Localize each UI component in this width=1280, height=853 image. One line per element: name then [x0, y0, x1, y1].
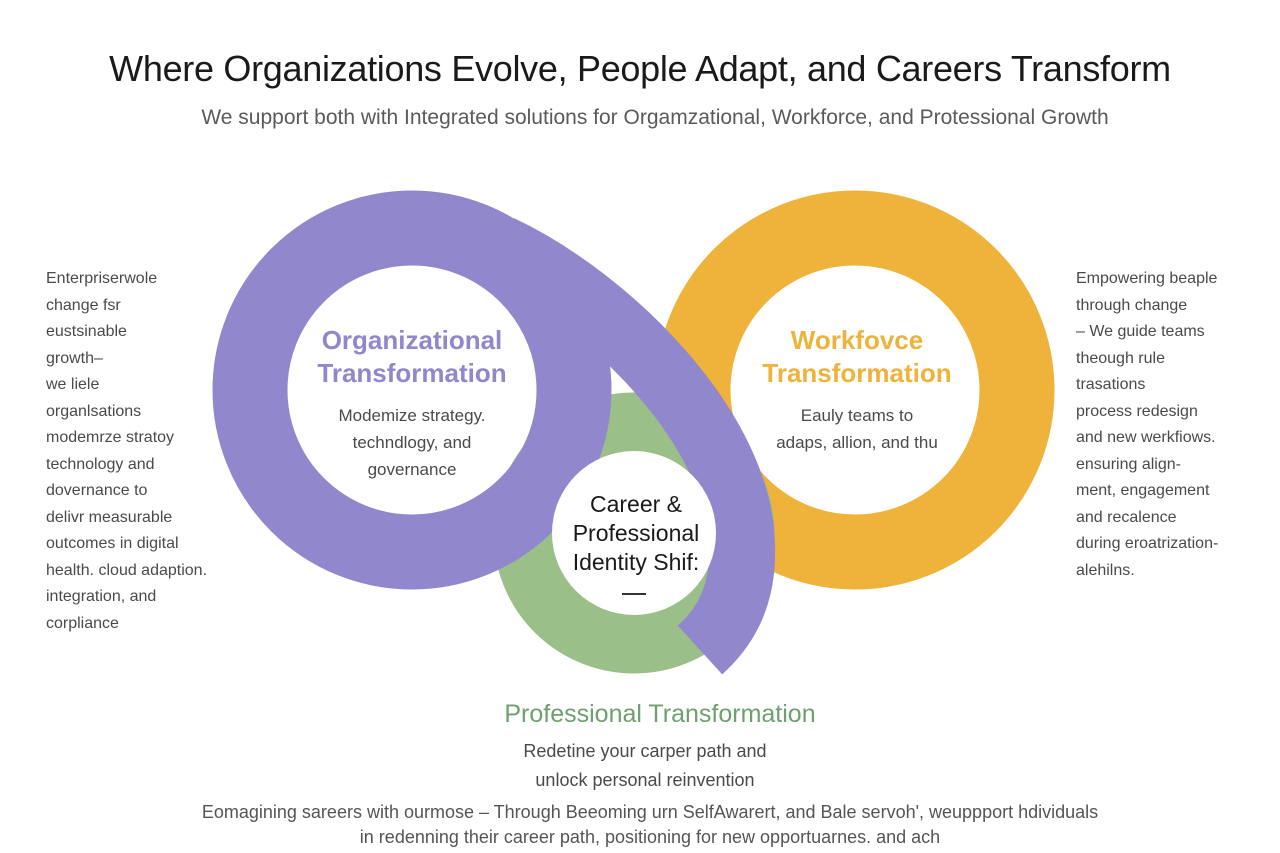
career-identity-title: Career & Professional Identity Shif:	[572, 491, 700, 575]
page-subtitle: We support both with Integrated solution…	[201, 106, 1109, 129]
organizational-ring	[212, 190, 612, 590]
organizational-band	[485, 218, 776, 675]
professional-description: Redetine your carper path and unlock per…	[523, 741, 767, 790]
organizational-side-description: Enterpriserwole change fsr eustsinable g…	[46, 270, 208, 632]
organizational-description: Modemize strategy. techndlogy, and gover…	[338, 406, 486, 479]
workforce-title: Workfovce Transformation	[762, 325, 952, 388]
footer-text: Eomagining sareers with ourmose – Throug…	[201, 802, 1099, 847]
career-center-disc	[552, 451, 716, 615]
workforce-side-description: Empowering beaple through change – We gu…	[1076, 270, 1219, 579]
organizational-title: Organizational Transformation	[317, 325, 507, 388]
workforce-description: Eauly teams to adaps, allion, and thu	[776, 406, 938, 452]
page-title: Where Organizations Evolve, People Adapt…	[109, 48, 1171, 89]
professional-title: Professional Transformation	[504, 700, 816, 728]
